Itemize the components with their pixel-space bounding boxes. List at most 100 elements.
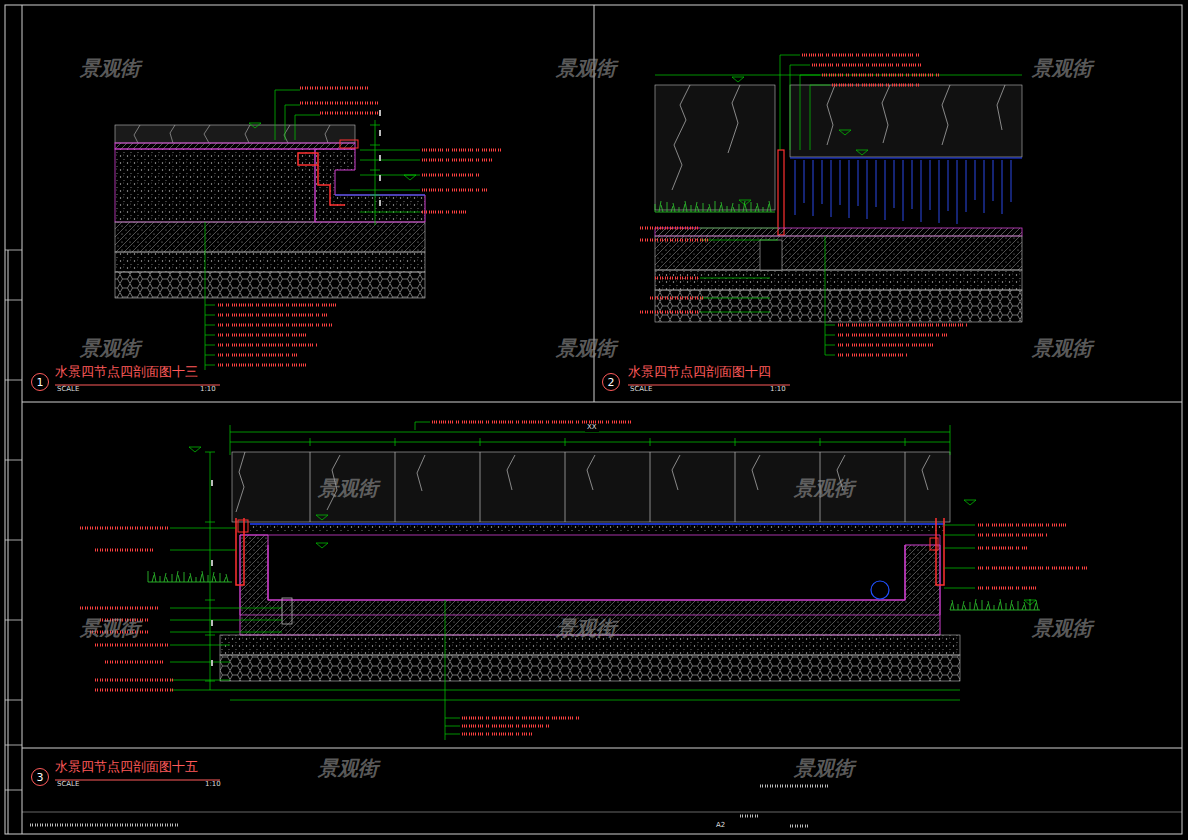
annotation-mark — [256, 354, 260, 357]
annotation-mark — [160, 824, 163, 827]
annotation-mark — [1022, 547, 1027, 550]
annotation-mark — [150, 661, 153, 664]
annotation-mark — [135, 549, 138, 552]
annotation-mark — [876, 74, 880, 77]
annotation-mark — [546, 725, 550, 728]
annotation-mark — [690, 239, 693, 242]
annotation-mark — [345, 112, 348, 115]
annotation-mark — [446, 149, 450, 152]
annotation-mark — [1029, 534, 1036, 537]
grass — [709, 204, 711, 212]
annotation-mark — [516, 733, 520, 736]
annotation-mark — [120, 549, 123, 552]
callout-number: 1 — [37, 377, 44, 388]
annotation-mark — [446, 159, 450, 162]
annotation-mark — [868, 344, 874, 347]
annotation-mark — [262, 334, 267, 337]
water-line — [795, 160, 796, 215]
annotation-mark — [516, 725, 520, 728]
annotation-mark — [846, 74, 850, 77]
annotation-mark — [790, 825, 793, 828]
grass — [154, 572, 156, 582]
annotation-mark — [115, 824, 118, 827]
annotation-mark — [145, 689, 148, 692]
annotation-mark — [45, 824, 48, 827]
annotation-mark — [262, 324, 267, 327]
annotation-mark — [140, 689, 143, 692]
annotation-mark — [486, 717, 490, 720]
annotation-mark — [936, 334, 940, 337]
annotation-mark — [140, 679, 143, 682]
annotation-mark — [1008, 567, 1014, 570]
annotation-mark — [95, 689, 98, 692]
annotation-mark — [370, 112, 373, 115]
annotation-mark — [896, 64, 900, 67]
annotation-mark — [170, 689, 173, 692]
annotation-mark — [269, 304, 276, 307]
annotation-mark — [680, 297, 683, 300]
annotation-mark — [218, 354, 224, 357]
annotation-mark — [889, 324, 896, 327]
annotation-mark — [165, 824, 168, 827]
watermark: 景观街 — [1032, 337, 1092, 359]
annotation-mark — [908, 54, 914, 57]
water-line — [1011, 160, 1012, 202]
annotation-mark — [795, 785, 798, 788]
annotation-mark — [239, 364, 246, 367]
annotation-mark — [150, 824, 153, 827]
grass — [769, 201, 771, 212]
annotation-mark — [165, 644, 168, 647]
annotation-mark — [226, 364, 230, 367]
annotation-mark — [909, 64, 916, 67]
annotation-mark — [862, 54, 867, 57]
annotation-mark — [868, 334, 874, 337]
annotation-mark — [226, 354, 230, 357]
annotation-mark — [1052, 524, 1057, 527]
annotation-mark — [670, 239, 673, 242]
annotation-mark — [700, 297, 703, 300]
annotation-mark — [538, 725, 544, 728]
annotation-mark — [340, 112, 343, 115]
annotation-mark — [498, 149, 502, 152]
grass — [226, 574, 228, 582]
annotation-mark — [650, 227, 653, 230]
grass — [148, 571, 149, 582]
annotation-mark — [832, 54, 837, 57]
annotation-mark — [335, 112, 338, 115]
grass — [667, 202, 668, 212]
annotation-mark — [330, 112, 333, 115]
annotation-mark — [469, 725, 476, 728]
annotation-mark — [278, 304, 284, 307]
annotation-mark — [355, 112, 358, 115]
annotation-mark — [292, 324, 297, 327]
annotation-mark — [438, 159, 444, 162]
annotation-mark — [370, 102, 373, 105]
annotation-mark — [568, 421, 574, 424]
annotation-mark — [462, 733, 467, 736]
annotation-mark — [765, 785, 768, 788]
annotation-mark — [100, 644, 103, 647]
annotation-mark — [452, 159, 457, 162]
annotation-mark — [852, 74, 857, 77]
grass — [731, 203, 733, 212]
annotation-mark — [218, 334, 224, 337]
annotation-mark — [120, 689, 123, 692]
annotation-mark — [992, 547, 997, 550]
dimension-mark — [379, 175, 381, 181]
annotation-mark — [262, 314, 267, 317]
annotation-mark — [690, 311, 693, 314]
annotation-mark — [278, 344, 284, 347]
watermark: 景观街 — [80, 57, 140, 79]
annotation-mark — [568, 717, 574, 720]
annotation-mark — [438, 189, 444, 192]
annotation-mark — [125, 679, 128, 682]
annotation-mark — [456, 421, 460, 424]
annotation-mark — [452, 174, 457, 177]
annotation-mark — [462, 717, 467, 720]
grass — [1022, 605, 1024, 610]
grass — [224, 577, 226, 582]
annotation-mark — [695, 297, 698, 300]
view-title: 水景四节点四剖面图十四 — [628, 365, 771, 379]
annotation-mark — [248, 344, 254, 347]
annotation-mark — [305, 102, 308, 105]
